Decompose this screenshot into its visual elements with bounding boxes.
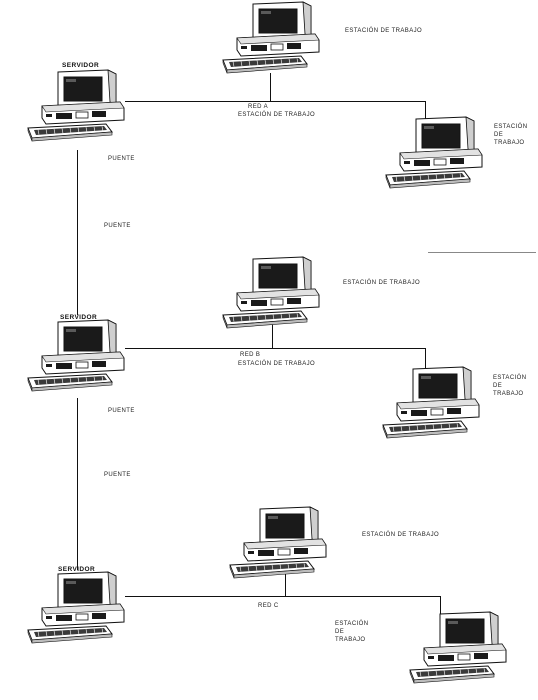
- workstation-c-right: [392, 610, 522, 688]
- workstation-b-right: [365, 365, 495, 443]
- label-bridge-ab: PUENTE: [104, 222, 131, 230]
- workstation-a-right: [368, 115, 498, 193]
- label-net-a: RED A: [248, 103, 268, 111]
- workstation-a-top: [205, 0, 335, 78]
- label-bridge-b: PUENTE: [108, 407, 135, 415]
- label-ws-b-top: ESTACIÓN DE TRABAJO: [343, 279, 420, 287]
- label-net-c: RED C: [258, 602, 279, 610]
- server-b: [10, 318, 140, 396]
- label-bridge-a: PUENTE: [108, 155, 135, 163]
- separator-line: [428, 252, 536, 253]
- label-net-b-ws: ESTACIÓN DE TRABAJO: [238, 360, 315, 368]
- net-b-line: [125, 348, 425, 349]
- label-server-c: SERVIDOR: [58, 566, 95, 574]
- label-ws-a-top: ESTACIÓN DE TRABAJO: [345, 27, 422, 35]
- net-a-line: [125, 101, 425, 102]
- label-bridge-bc: PUENTE: [104, 471, 131, 479]
- label-ws-b-right: ESTACIÓN DE TRABAJO: [493, 374, 533, 398]
- label-ws-c-mid: ESTACIÓN DE TRABAJO: [335, 620, 371, 644]
- net-c-line: [125, 596, 440, 597]
- workstation-b-top: [205, 255, 335, 333]
- bridge-line-bc: [77, 398, 78, 570]
- label-ws-a-right: ESTACIÓN DE TRABAJO: [494, 123, 534, 147]
- server-c: [10, 570, 140, 648]
- label-server-b: SERVIDOR: [60, 314, 97, 322]
- label-net-b: RED B: [240, 351, 260, 359]
- bridge-line-ab: [77, 150, 78, 315]
- workstation-c-top: [212, 505, 342, 583]
- server-a: [10, 68, 140, 146]
- label-server-a: SERVIDOR: [62, 62, 99, 70]
- label-ws-c-top: ESTACIÓN DE TRABAJO: [362, 531, 439, 539]
- label-net-a-ws: ESTACIÓN DE TRABAJO: [238, 111, 315, 119]
